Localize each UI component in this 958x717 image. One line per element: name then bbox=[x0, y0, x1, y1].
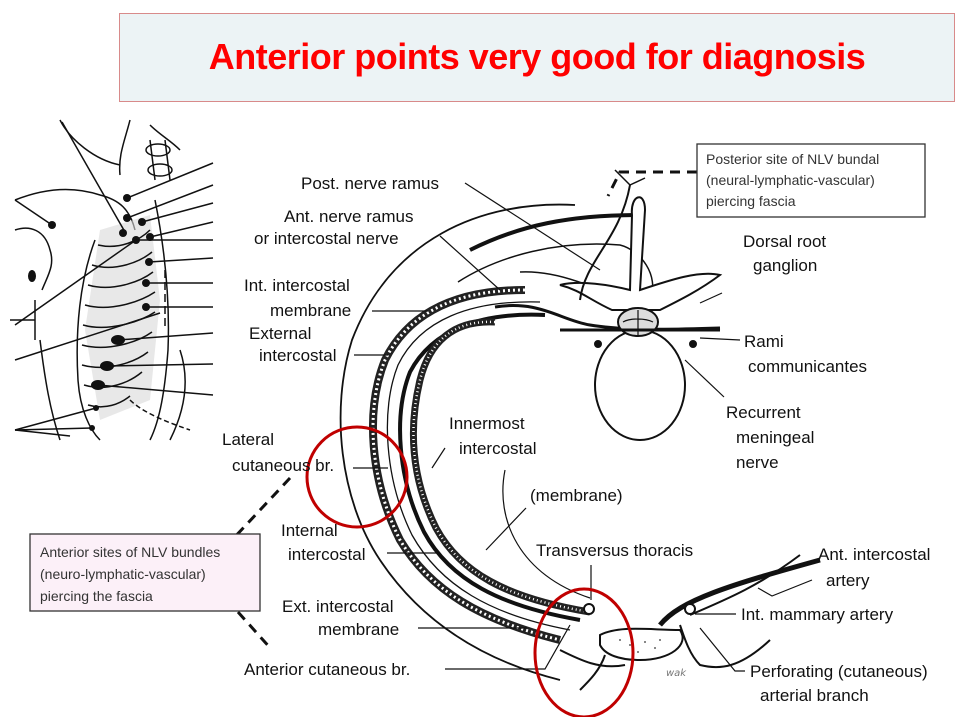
label-recurrent-3: nerve bbox=[736, 453, 779, 472]
acupoint-leader-lines bbox=[14, 121, 214, 437]
label-lateral-2: cutaneous br. bbox=[232, 456, 334, 475]
label-leader-lines bbox=[353, 182, 813, 672]
label-transversus-thoracis: Transversus thoracis bbox=[536, 541, 693, 560]
ribcage-illustration bbox=[10, 119, 191, 441]
label-rami: Rami bbox=[744, 332, 784, 351]
label-rami-2: communicantes bbox=[748, 357, 867, 376]
anterior-callout-line-2: (neuro-lymphatic-vascular) bbox=[40, 566, 206, 582]
anterior-highlight-circle bbox=[533, 587, 635, 717]
label-recurrent: Recurrent bbox=[726, 403, 801, 422]
label-internal-2: intercostal bbox=[288, 545, 365, 564]
anterior-callout-line-3: piercing the fascia bbox=[40, 588, 153, 604]
title-banner: Anterior points very good for diagnosis bbox=[119, 13, 955, 102]
posterior-callout-line-2: (neural-lymphatic-vascular) bbox=[706, 172, 875, 188]
label-ant-nerve-ramus-2: or intercostal nerve bbox=[254, 229, 399, 248]
label-innermost: Innermost bbox=[449, 414, 525, 433]
anatomy-labels: Post. nerve ramus Ant. nerve ramus or in… bbox=[222, 174, 930, 705]
anterior-callout: Anterior sites of NLV bundles (neuro-lym… bbox=[29, 533, 261, 612]
label-dorsal-root-2: ganglion bbox=[753, 256, 817, 275]
posterior-callout-line-1: Posterior site of NLV bundal bbox=[706, 151, 879, 167]
label-perforating-2: arterial branch bbox=[760, 686, 869, 705]
callout-connectors bbox=[230, 170, 697, 652]
label-ant-intercostal-artery-2: artery bbox=[826, 571, 870, 590]
label-internal: Internal bbox=[281, 521, 338, 540]
label-recurrent-2: meningeal bbox=[736, 428, 814, 447]
label-int-intercostal-2: membrane bbox=[270, 301, 351, 320]
label-dorsal-root: Dorsal root bbox=[743, 232, 826, 251]
slide-title: Anterior points very good for diagnosis bbox=[208, 36, 866, 77]
label-ant-nerve-ramus: Ant. nerve ramus bbox=[284, 207, 413, 226]
label-membrane: (membrane) bbox=[530, 486, 623, 505]
sternum-region bbox=[559, 554, 821, 691]
label-ant-intercostal-artery: Ant. intercostal bbox=[818, 545, 930, 564]
label-lateral: Lateral bbox=[222, 430, 274, 449]
highlight-circles bbox=[305, 425, 635, 717]
label-anterior-cutaneous: Anterior cutaneous br. bbox=[244, 660, 410, 679]
label-innermost-2: intercostal bbox=[459, 439, 536, 458]
vertebra bbox=[559, 169, 723, 441]
label-ext-membrane: Ext. intercostal bbox=[282, 597, 394, 616]
label-external: External bbox=[249, 324, 311, 343]
posterior-callout: Posterior site of NLV bundal (neural-lym… bbox=[696, 143, 926, 218]
label-post-nerve-ramus: Post. nerve ramus bbox=[301, 174, 439, 193]
posterior-callout-line-3: piercing fascia bbox=[706, 193, 796, 209]
label-int-intercostal: Int. intercostal bbox=[244, 276, 350, 295]
lateral-highlight-circle bbox=[305, 425, 409, 529]
artist-signature: wak bbox=[666, 668, 687, 679]
label-external-2: intercostal bbox=[259, 346, 336, 365]
label-perforating: Perforating (cutaneous) bbox=[750, 662, 928, 681]
label-int-mammary-artery: Int. mammary artery bbox=[741, 605, 894, 624]
label-ext-membrane-2: membrane bbox=[318, 620, 399, 639]
anterior-callout-line-1: Anterior sites of NLV bundles bbox=[40, 544, 220, 560]
